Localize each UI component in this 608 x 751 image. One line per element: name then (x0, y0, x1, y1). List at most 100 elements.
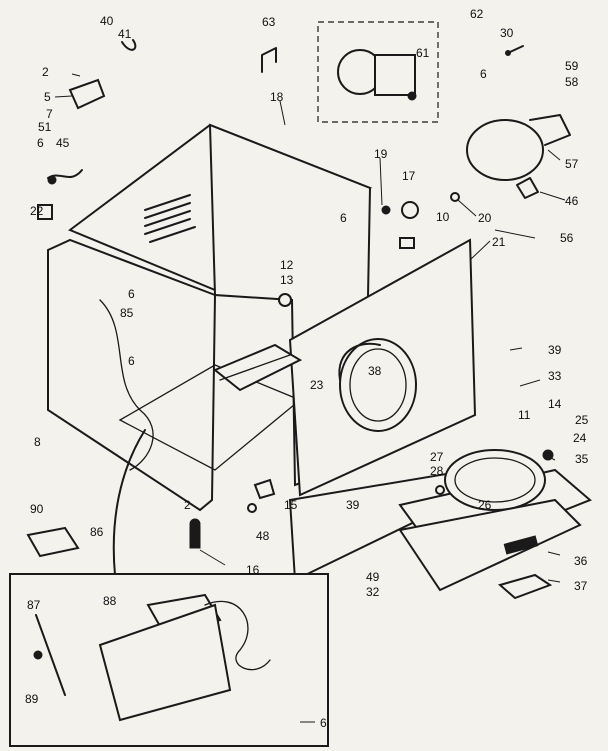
callout-7: 7 (46, 107, 53, 121)
spring-clip-41 (121, 39, 137, 51)
door-window-ring (444, 449, 546, 511)
callout-39-a: 39 (548, 343, 562, 357)
bracket-10 (399, 237, 415, 249)
callout-57: 57 (565, 157, 579, 171)
rear-vent-louvers (144, 194, 196, 243)
callout-6-a: 6 (480, 67, 487, 81)
motor-mount (374, 54, 416, 96)
motor-terminal (407, 91, 417, 101)
callout-6-e: 6 (128, 354, 135, 368)
callout-59: 59 (565, 59, 579, 73)
door-assembly (398, 449, 592, 600)
clip-48 (247, 503, 257, 513)
door-handle (497, 573, 553, 600)
callout-51: 51 (38, 120, 52, 134)
callout-30: 30 (500, 26, 514, 40)
callout-87: 87 (27, 598, 41, 612)
door-opening-ring (339, 338, 417, 432)
callout-28: 28 (430, 464, 444, 478)
callout-35: 35 (575, 452, 589, 466)
callout-24: 24 (573, 431, 587, 445)
callout-14: 14 (548, 397, 562, 411)
callout-85: 85 (120, 306, 134, 320)
callout-36: 36 (574, 554, 588, 568)
callout-15: 15 (284, 498, 298, 512)
callout-86: 86 (90, 525, 104, 539)
service-card-90 (26, 526, 80, 558)
callout-20: 20 (478, 211, 492, 225)
callout-5: 5 (44, 90, 51, 104)
callout-19: 19 (374, 147, 388, 161)
callout-48: 48 (256, 529, 270, 543)
callout-labels: 40 41 63 62 30 6 61 2 5 7 51 6 45 22 18 … (25, 7, 589, 730)
callout-32: 32 (366, 585, 380, 599)
callout-41: 41 (118, 27, 132, 41)
callout-25: 25 (575, 413, 589, 427)
callout-17: 17 (402, 169, 416, 183)
bracket-15 (253, 478, 276, 500)
callout-26: 26 (478, 498, 492, 512)
callout-10: 10 (436, 210, 450, 224)
hinge-plate-5 (68, 78, 106, 110)
callout-6-d: 6 (128, 287, 135, 301)
fastener-26 (435, 485, 445, 495)
callout-56: 56 (560, 231, 574, 245)
callout-2-a: 2 (42, 65, 49, 79)
door-handle-slot (503, 535, 539, 555)
callout-61: 61 (416, 46, 430, 60)
belt-tensioner (529, 114, 571, 146)
callout-89: 89 (25, 692, 39, 706)
callout-39-b: 39 (346, 498, 360, 512)
callout-45: 45 (56, 136, 70, 150)
callout-6-c: 6 (340, 211, 347, 225)
idler-pulley-46 (516, 177, 539, 199)
callout-49: 49 (366, 570, 380, 584)
callout-8: 8 (34, 435, 41, 449)
callout-21: 21 (492, 235, 506, 249)
callout-88: 88 (103, 594, 117, 608)
callout-16: 16 (246, 563, 260, 577)
drive-belt (466, 119, 544, 181)
wire-lead-87 (35, 614, 66, 696)
power-cord-86 (112, 429, 146, 576)
door-seal (338, 342, 381, 381)
top-parts (37, 21, 571, 307)
door-window-inner (454, 457, 536, 503)
callout-13: 13 (280, 273, 294, 287)
thermostat-17 (401, 201, 419, 219)
callout-37: 37 (574, 579, 588, 593)
callout-46: 46 (565, 194, 579, 208)
callout-63: 63 (262, 15, 276, 29)
cabinet-assembly (47, 123, 477, 582)
motor-inset-frame (317, 21, 439, 123)
callout-58: 58 (565, 75, 579, 89)
callout-12: 12 (280, 258, 294, 272)
wire-bundle (204, 600, 271, 671)
callout-2-b: 2 (184, 498, 191, 512)
callout-23: 23 (310, 378, 324, 392)
mounting-plate (98, 603, 232, 722)
door-inner-panel (398, 498, 582, 592)
left-side-panel (47, 238, 217, 512)
callout-27: 27 (430, 450, 444, 464)
callout-40: 40 (100, 14, 114, 28)
door-opening-inner (349, 348, 407, 422)
wiring-harness (99, 299, 154, 471)
callout-6-b: 6 (37, 136, 44, 150)
leader-lines (54, 73, 566, 723)
bottom-parts (9, 429, 554, 747)
callout-6-f: 6 (320, 716, 327, 730)
callout-62: 62 (470, 7, 484, 21)
callout-38: 38 (368, 364, 382, 378)
callout-33: 33 (548, 369, 562, 383)
fastener-20 (450, 192, 460, 202)
switch-22 (37, 204, 53, 220)
bolt-12 (278, 293, 292, 307)
sensor-19 (381, 205, 391, 215)
callout-18: 18 (270, 90, 284, 104)
callout-22: 22 (30, 204, 44, 218)
callout-90: 90 (30, 502, 44, 516)
callout-11: 11 (518, 408, 531, 422)
heater-housing (213, 343, 303, 392)
